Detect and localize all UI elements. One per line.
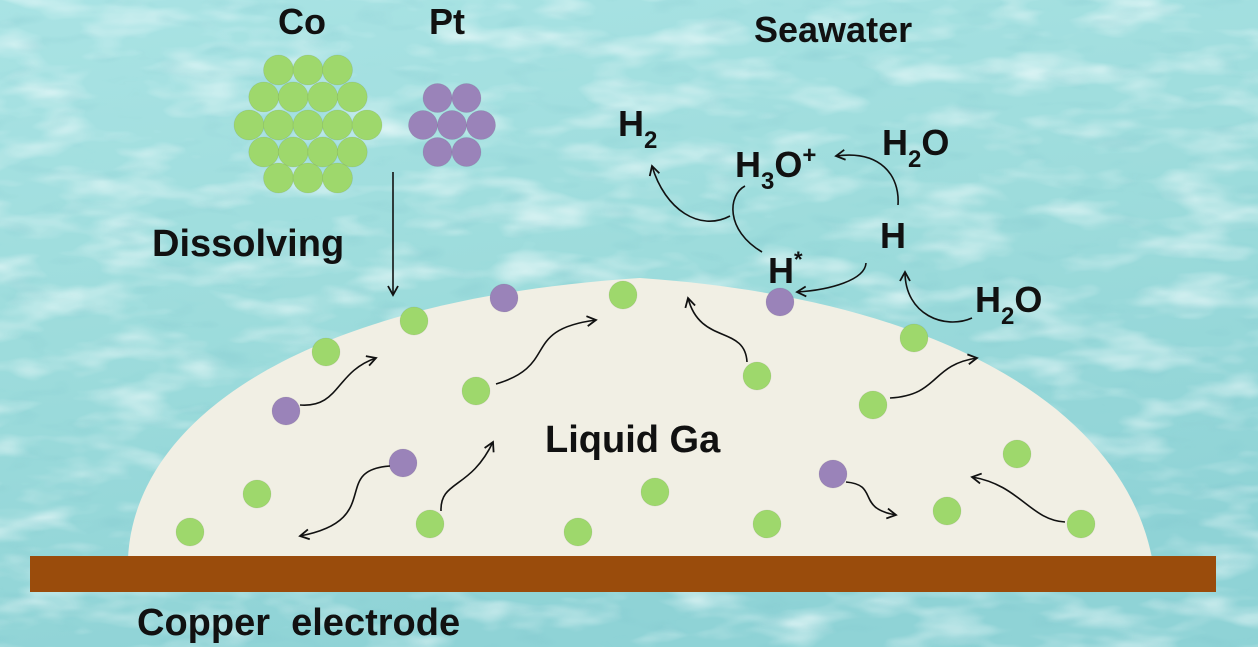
diffusion-arrow [889,353,979,399]
co-atom [932,496,962,526]
co-atom [292,109,324,141]
copper-electrode-bar [30,556,1216,592]
pt-label: Pt [429,1,465,42]
co-atom [322,109,353,141]
diffusion-arrow [684,296,748,363]
liquid-ga-label: Liquid Ga [545,419,721,461]
diffusion-arrow [298,465,391,541]
pt-atom [451,83,482,113]
pt-atom [388,448,418,478]
co-atom [336,136,368,168]
h2-product-label: H2 [618,103,657,154]
co-atom [752,509,782,539]
co-atom [461,376,491,406]
co-atom [322,162,353,194]
h2o-bottom-label: H2O [975,279,1042,330]
co-atom [399,306,429,336]
co-atom [277,81,309,113]
pt-atom [818,459,848,489]
h-to-h3o-arrow [834,149,899,206]
co-atom [858,390,888,420]
pt-atom [466,110,496,140]
co-atom [175,517,205,547]
co-atom [292,162,324,194]
pt-atom [422,137,453,167]
co-atom [248,81,280,113]
h-to-hstar-arrow [795,262,867,298]
pt-atom-cluster [408,83,496,167]
copper-electrode-label: Copper electrode [137,602,460,644]
diffusion-arrow [970,472,1066,523]
co-atom [277,136,309,168]
diffusion-arrow [440,440,495,512]
co-atom [307,136,339,168]
h-intermediate-label: H [880,215,906,256]
liquid-ga-droplet [128,278,1152,558]
co-atom [292,54,324,86]
h2o-to-h-arrow [899,270,973,323]
h-star-label: H* [768,247,803,291]
co-atom [608,280,638,310]
h3o-plus-label: H3O+ [735,142,816,195]
co-atom [1002,439,1032,469]
diffusion-arrow [845,481,898,520]
h3o-to-hstar-curve [732,185,763,253]
dissolving-label: Dissolving [152,223,344,265]
co-atom [263,162,294,194]
arrows [298,149,1066,541]
pt-atom [489,283,519,313]
pt-atom [408,110,438,140]
pt-atom [422,83,453,113]
dissolved-atoms [175,280,1096,547]
co-atom [322,54,353,86]
co-atom [1066,509,1096,539]
pt-atom [437,110,467,140]
co-atom [307,81,339,113]
h2o-top-label: H2O [882,122,949,173]
co-atom [899,323,929,353]
co-atom [233,109,265,141]
co-atom [351,109,383,141]
diffusion-arrow [495,315,598,385]
diffusion-arrow [299,355,378,406]
co-atom [415,509,445,539]
co-label: Co [278,1,326,42]
co-atom [248,136,280,168]
seawater-label: Seawater [754,9,912,50]
co-atom-cluster [233,54,383,194]
co-atom [311,337,341,367]
co-atom [263,54,294,86]
h2-release-arrow [648,164,731,222]
pt-atom [765,287,795,317]
pt-atom [451,137,482,167]
co-atom [242,479,272,509]
co-atom [640,477,670,507]
co-atom [563,517,593,547]
pt-atom [271,396,301,426]
co-atom [742,361,772,391]
co-atom [263,109,294,141]
co-atom [336,81,368,113]
